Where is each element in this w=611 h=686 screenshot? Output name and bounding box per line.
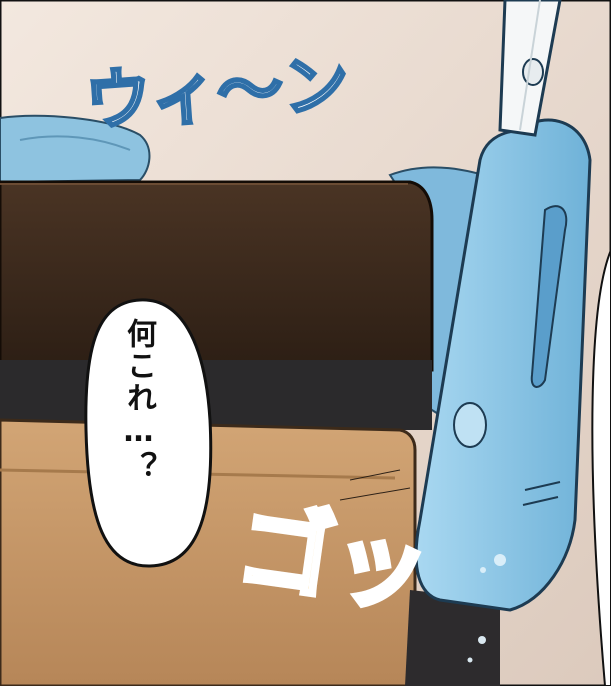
dark-box (0, 180, 434, 374)
hair-dryer (414, 0, 592, 612)
speech-bubble-text: 何これ…？ (121, 318, 156, 483)
blue-cloth (0, 114, 151, 184)
speech-bubble (84, 298, 213, 568)
